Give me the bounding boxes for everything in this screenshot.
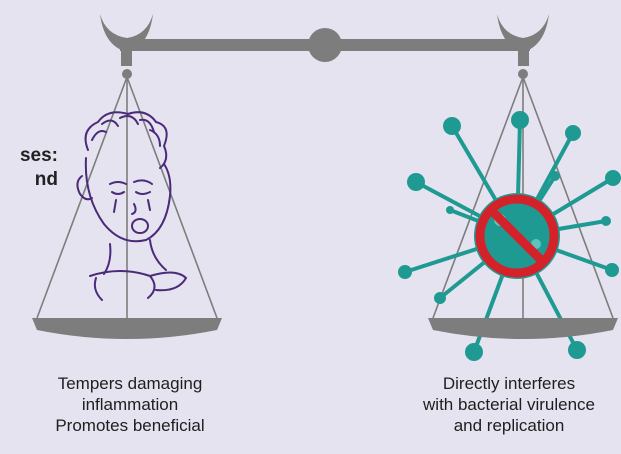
caption-line: inflammation (10, 394, 250, 415)
caption-line: Promotes beneficial (10, 415, 250, 436)
left-pan (32, 77, 222, 339)
caption-line: and replication (374, 415, 621, 436)
caption-line: with bacterial virulence (374, 394, 621, 415)
right-pan (398, 77, 621, 361)
crying-child-icon (77, 112, 186, 300)
side-title-line-2: nd (0, 168, 58, 192)
caption-line: Tempers damaging (10, 373, 250, 394)
side-title-line-1: ses: (0, 144, 58, 168)
left-pan-caption: Tempers damaging inflammation Promotes b… (10, 373, 250, 436)
side-title: ses: nd (0, 144, 58, 192)
caption-line: Directly interferes (374, 373, 621, 394)
right-pan-caption: Directly interferes with bacterial virul… (374, 373, 621, 436)
balance-scale-icon (100, 14, 549, 79)
